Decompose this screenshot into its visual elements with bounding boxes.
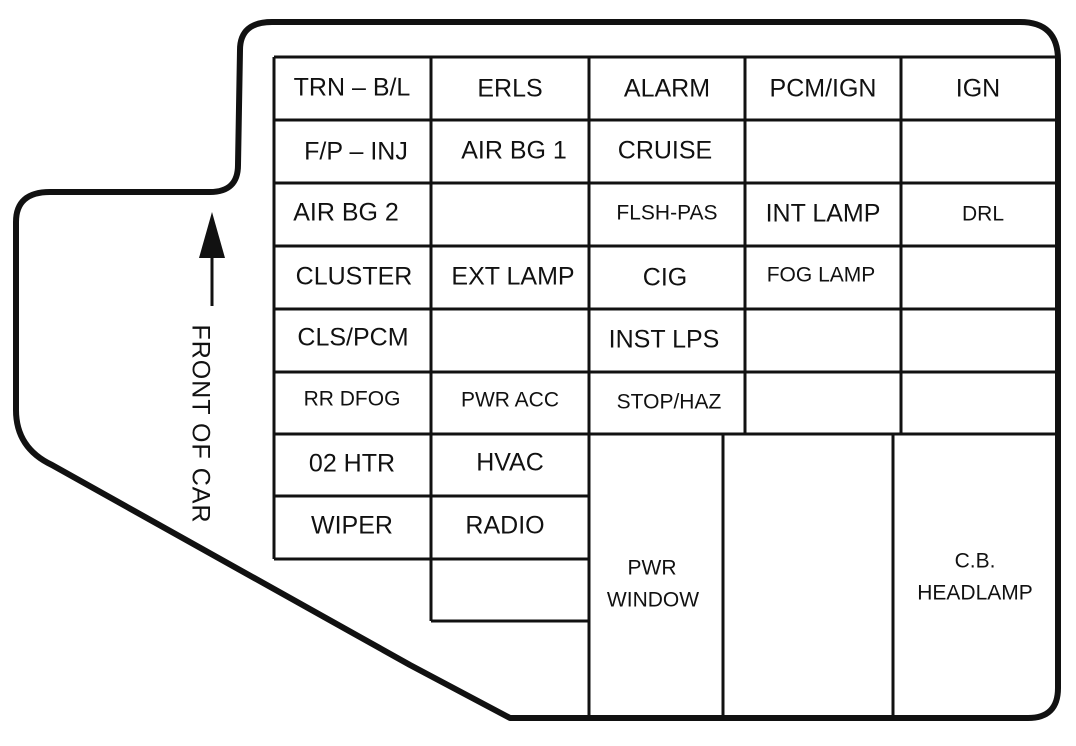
cb-headlamp-label-line1: C.B. — [955, 550, 996, 573]
arrow-head-icon — [199, 212, 225, 258]
fuse-radio: RADIO — [465, 512, 544, 540]
fuse-02-htr: 02 HTR — [309, 450, 395, 478]
fuse-air-bg-2: AIR BG 2 — [293, 199, 399, 227]
front-of-car-label: FRONT OF CAR — [186, 324, 214, 523]
fuse-air-bg-1: AIR BG 1 — [461, 137, 567, 165]
fuse-hvac: HVAC — [476, 449, 544, 477]
fuse-cls-pcm: CLS/PCM — [297, 324, 408, 352]
fuse-box-outline — [13, 19, 1061, 721]
fuse-stop-haz: STOP/HAZ — [617, 391, 722, 414]
pwr-window-label-line1: PWR — [628, 557, 677, 580]
fuse-cluster: CLUSTER — [296, 263, 413, 291]
fuse-wiper: WIPER — [311, 512, 393, 540]
cb-headlamp-label-line2: HEADLAMP — [917, 582, 1033, 605]
pwr-window-label-line2: WINDOW — [607, 589, 699, 612]
fuse-flsh-pas: FLSH-PAS — [616, 202, 717, 225]
fuse-rr-dfog: RR DFOG — [304, 388, 401, 411]
fuse-ext-lamp: EXT LAMP — [451, 263, 574, 291]
fuse-cig: CIG — [643, 264, 687, 292]
fuse-erls: ERLS — [477, 75, 542, 103]
fuse-pwr-acc: PWR ACC — [461, 389, 559, 412]
fuse-inst-lps: INST LPS — [609, 326, 720, 354]
fuse-alarm: ALARM — [624, 75, 710, 103]
fuse-grid — [272, 55, 1056, 716]
fuse-fog-lamp: FOG LAMP — [767, 264, 876, 287]
fuse-ign: IGN — [956, 75, 1000, 103]
fuse-pcm-ign: PCM/IGN — [770, 75, 877, 103]
fuse-trn-bl: TRN – B/L — [294, 74, 411, 102]
fuse-int-lamp: INT LAMP — [766, 200, 881, 228]
fuse-cruise: CRUISE — [618, 137, 712, 165]
fuse-drl: DRL — [962, 203, 1004, 226]
fuse-fp-inj: F/P – INJ — [304, 138, 408, 166]
front-of-car-arrow: FRONT OF CAR — [186, 212, 225, 524]
